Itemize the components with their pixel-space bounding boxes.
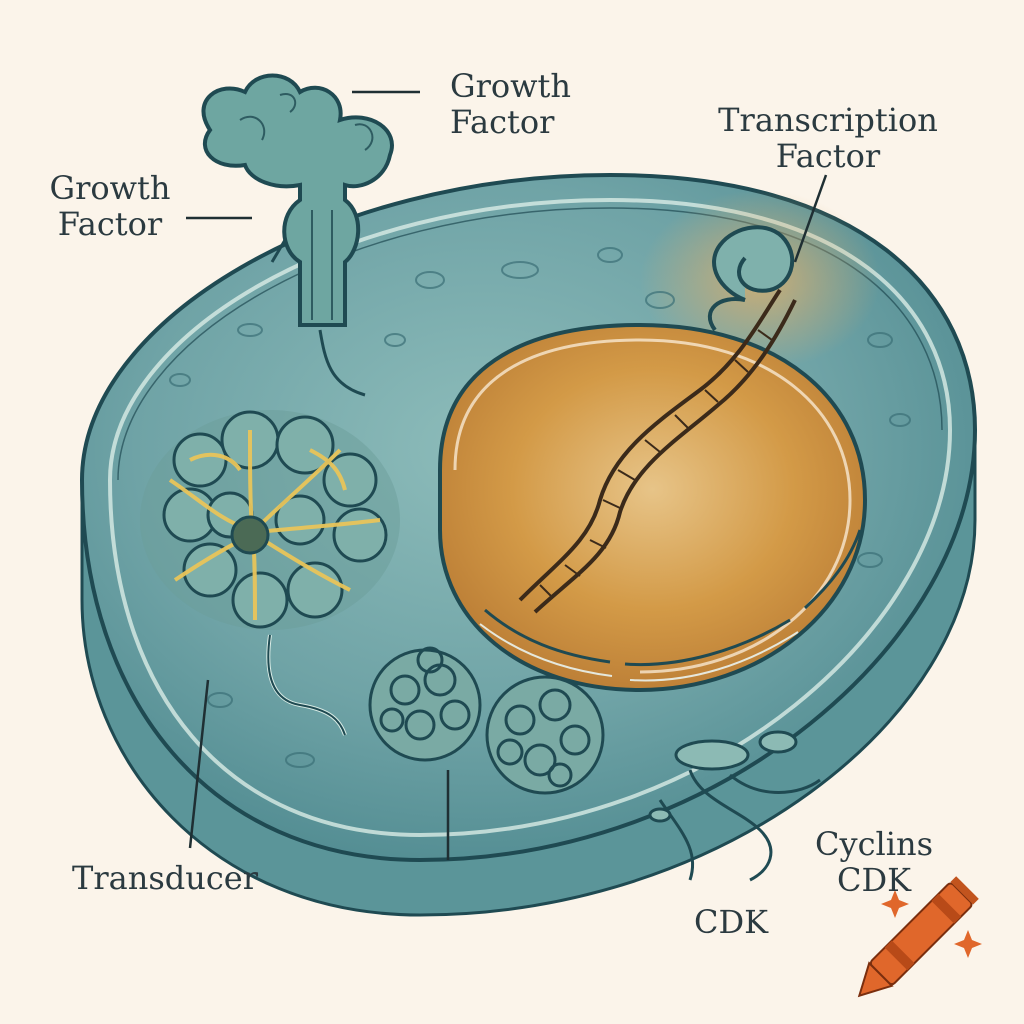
cdk-protein-left	[368, 646, 482, 762]
nucleus	[438, 322, 868, 693]
leader-lines	[186, 90, 828, 860]
leader-transcription-factor	[793, 174, 828, 263]
growth-factor-receptor	[201, 73, 394, 397]
sparkle-icon	[881, 890, 982, 958]
label-growth-factor-left: Growth Factor	[40, 170, 180, 242]
cdk-protein-right	[485, 675, 605, 795]
cyclin-cdk-structures	[648, 730, 821, 882]
label-growth-factor-left-line2: Factor	[57, 205, 163, 243]
label-transcription-factor-line1: Transcription	[718, 101, 938, 139]
label-growth-factor-top-line1: Growth	[450, 67, 571, 105]
label-cyclins-cdk: Cyclins CDK	[812, 826, 936, 898]
label-cyclins-cdk-line1: Cyclins	[815, 825, 933, 863]
label-cdk: CDK	[694, 903, 769, 941]
transducer-cluster	[140, 410, 400, 736]
label-cyclins-cdk-line2: CDK	[836, 861, 912, 899]
label-growth-factor-top-line2: Factor	[450, 103, 555, 141]
label-transcription-factor-line2: Factor	[775, 137, 881, 175]
dna-strand	[518, 288, 797, 614]
transcription-factor-protein	[707, 225, 795, 332]
label-transcription-factor: Transcription Factor	[712, 102, 944, 174]
crayon-icon	[857, 876, 979, 998]
label-growth-factor-left-line1: Growth	[49, 169, 171, 207]
label-growth-factor-top: Growth Factor	[450, 68, 571, 140]
label-transducer: Transducer	[72, 859, 258, 897]
leader-transducer	[188, 679, 210, 849]
